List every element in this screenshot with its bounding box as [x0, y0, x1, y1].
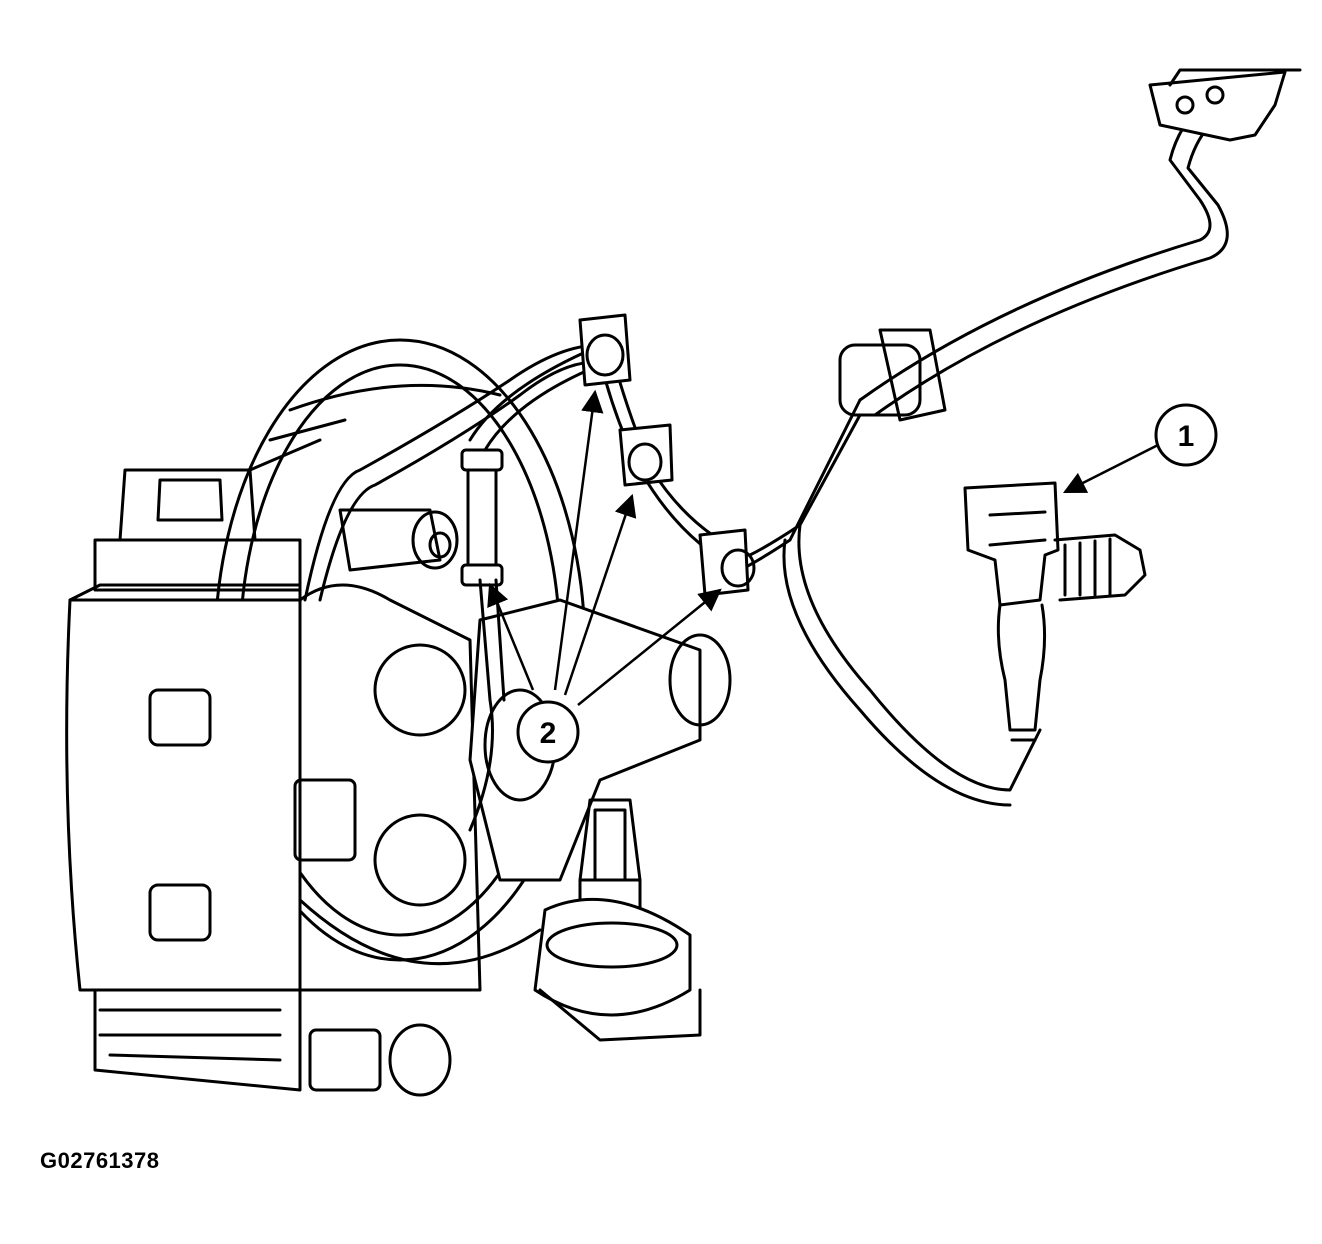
- caliper-bolt: [338, 508, 459, 572]
- callout-1-label: 1: [1178, 420, 1195, 453]
- callout-1-leader: [1062, 443, 1159, 494]
- callout-2-leaders: [487, 389, 722, 706]
- callout-2-label: 2: [540, 717, 557, 750]
- brake-hose: [303, 343, 602, 602]
- wire-clip-2: [578, 313, 632, 387]
- wire-clip-3: [618, 423, 674, 487]
- wire-clip-4: [698, 528, 756, 597]
- ball-joint-boot: [533, 878, 702, 1042]
- brake-caliper: [65, 468, 482, 1097]
- steering-knuckle: [468, 598, 732, 882]
- callout-1: 1: [1154, 403, 1218, 467]
- wheel-speed-sensor: [963, 481, 1147, 742]
- sensor-harness: [838, 98, 1229, 422]
- callout-2: 2: [516, 700, 580, 764]
- figure-id: G02761378: [40, 1148, 160, 1173]
- mounting-bracket: [1148, 68, 1302, 142]
- wire-clip-1: [460, 448, 504, 587]
